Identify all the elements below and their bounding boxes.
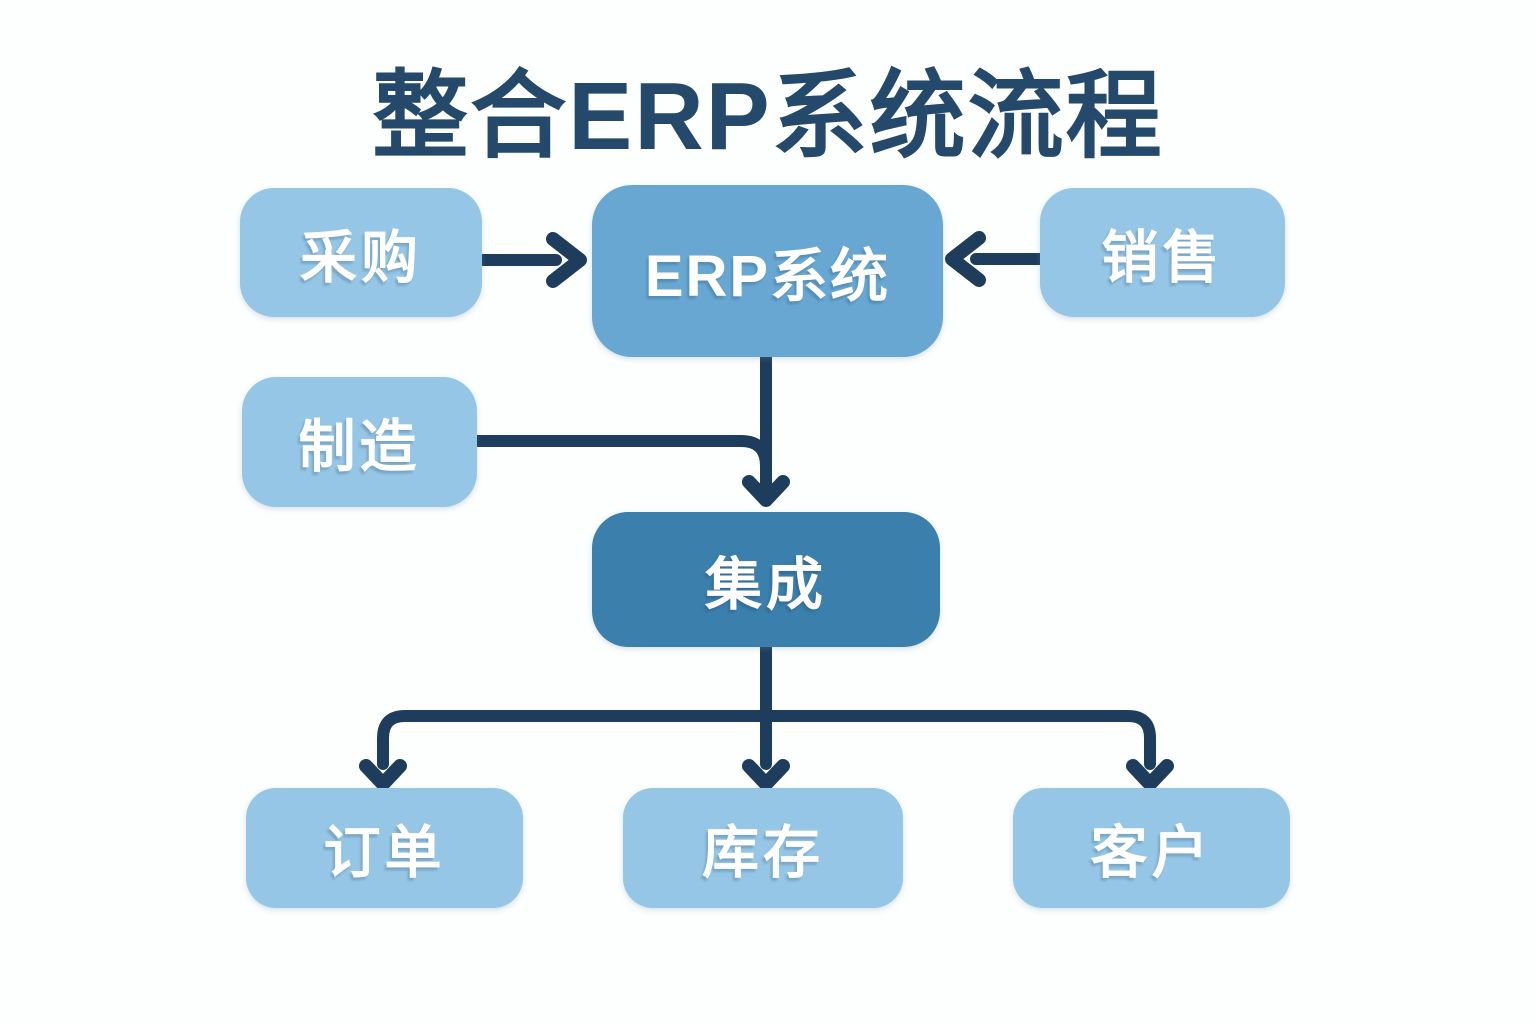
node-procurement-label: 采购	[300, 225, 422, 290]
page-title: 整合ERP系统流程	[372, 63, 1164, 170]
edge-manufacturing-integration	[471, 435, 772, 472]
node-manufacturing-label: 制造	[298, 415, 421, 479]
node-inventory: 库存	[623, 788, 903, 908]
arrowhead-left-icon	[945, 231, 986, 287]
arrowhead-down-icon	[742, 759, 790, 791]
arrowhead-down-icon	[1126, 759, 1174, 791]
node-orders-label: 订单	[323, 821, 446, 885]
node-erp-system-label: ERP系统	[644, 244, 891, 309]
node-sales: 销售	[1040, 188, 1285, 317]
node-erp-system: ERP系统	[592, 185, 943, 357]
node-integration: 集成	[592, 512, 940, 647]
node-integration-label: 集成	[705, 552, 827, 617]
node-procurement: 采购	[240, 188, 482, 317]
node-orders: 订单	[246, 788, 523, 908]
node-manufacturing: 制造	[242, 377, 477, 507]
node-sales-label: 销售	[1101, 225, 1224, 290]
arrowhead-right-icon	[546, 232, 587, 288]
node-customers: 客户	[1013, 788, 1290, 908]
edge-integration-branch-rail	[377, 710, 1156, 770]
arrowhead-down-icon	[359, 759, 407, 791]
node-customers-label: 客户	[1090, 821, 1213, 885]
node-inventory-label: 库存	[702, 821, 824, 885]
arrowhead-down-icon	[742, 475, 790, 507]
